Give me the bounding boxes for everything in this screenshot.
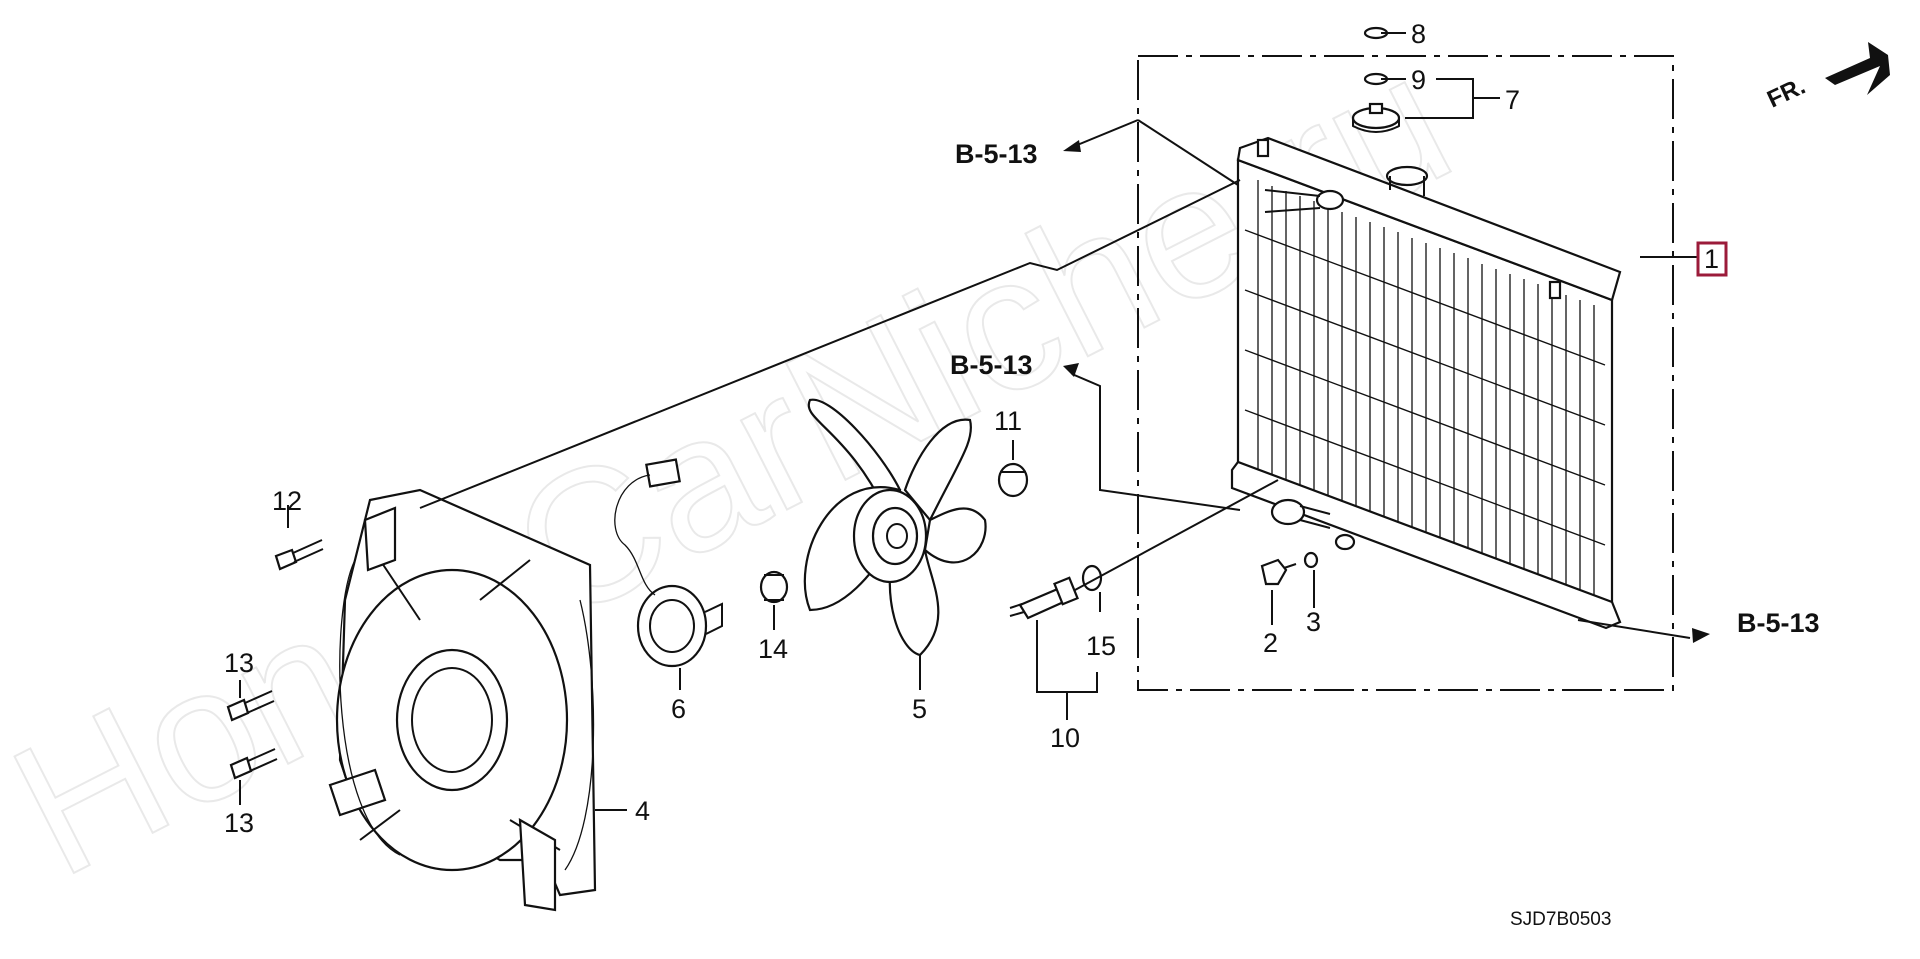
shroud-bolt-upper[interactable] <box>274 539 324 571</box>
callout-12[interactable]: 12 <box>272 486 302 516</box>
callout-5[interactable]: 5 <box>912 694 927 724</box>
callout-6[interactable]: 6 <box>671 694 686 724</box>
fan-nut[interactable] <box>997 462 1029 498</box>
callout-13-lower[interactable]: 13 <box>224 808 254 838</box>
front-label: FR. <box>1763 73 1809 114</box>
callout-9[interactable]: 9 <box>1411 65 1426 95</box>
diagram-code: SJD7B0503 <box>1510 909 1611 930</box>
thermo-switch[interactable] <box>1009 576 1079 620</box>
ref-arrow-top-icon <box>1063 140 1081 152</box>
fan-shroud[interactable] <box>328 488 597 912</box>
leader-lines <box>239 32 1698 811</box>
radiator-assembly-box <box>1137 55 1674 691</box>
callout-1[interactable]: 1 <box>1704 244 1719 274</box>
shroud-bolt-lower[interactable] <box>229 748 278 780</box>
callout-1-highlight <box>1696 241 1728 277</box>
ref-arrow-right-icon <box>1692 628 1710 643</box>
callout-2[interactable]: 2 <box>1263 628 1278 658</box>
ref-arrow-middle-icon <box>1063 363 1079 377</box>
fan-washer[interactable] <box>759 570 789 604</box>
callout-3[interactable]: 3 <box>1306 607 1321 637</box>
callout-14[interactable]: 14 <box>758 634 788 664</box>
callout-13-middle[interactable]: 13 <box>224 648 254 678</box>
ref-label-middle[interactable]: B-5-13 <box>950 350 1033 380</box>
callout-10[interactable]: 10 <box>1050 723 1080 753</box>
callout-15[interactable]: 15 <box>1086 631 1116 661</box>
drain-plug[interactable] <box>1260 558 1297 586</box>
front-direction-indicator: FR. <box>1763 42 1890 113</box>
callout-4[interactable]: 4 <box>635 796 650 826</box>
callout-8[interactable]: 8 <box>1411 19 1426 49</box>
front-arrow-icon <box>1825 42 1890 95</box>
ref-label-right[interactable]: B-5-13 <box>1737 608 1820 638</box>
callout-11[interactable]: 11 <box>994 406 1022 436</box>
ref-label-top[interactable]: B-5-13 <box>955 139 1038 169</box>
fan-motor[interactable] <box>614 458 723 668</box>
radiator[interactable] <box>1230 136 1622 630</box>
radiator-cap-assembly[interactable] <box>1351 26 1401 133</box>
drain-plug-o-ring[interactable] <box>1303 551 1319 569</box>
cooling-fan[interactable] <box>803 398 987 657</box>
callout-7[interactable]: 7 <box>1505 85 1520 115</box>
shroud-bolt-middle[interactable] <box>226 690 275 722</box>
